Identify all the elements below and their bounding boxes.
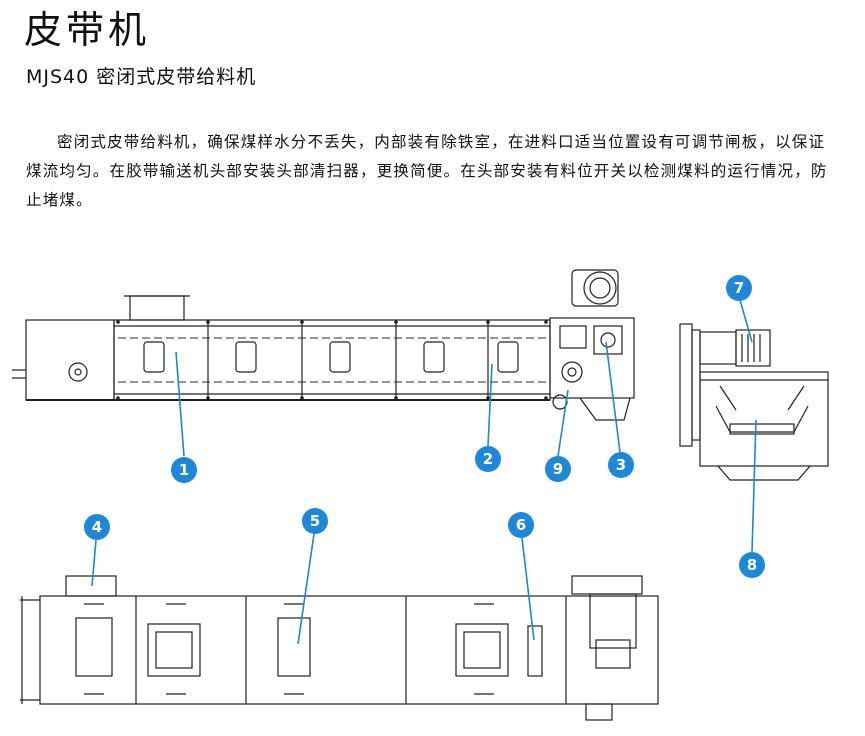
callout-3: 3	[608, 452, 634, 478]
svg-text:4: 4	[92, 518, 102, 536]
callout-1: 1	[171, 457, 197, 483]
page-title: 皮带机	[24, 8, 151, 52]
page-subtitle: MJS40 密闭式皮带给料机	[26, 66, 257, 88]
svg-text:9: 9	[553, 460, 563, 478]
svg-text:6: 6	[516, 516, 526, 534]
svg-text:8: 8	[747, 556, 757, 574]
svg-text:3: 3	[616, 456, 626, 474]
end-elevation-view	[679, 323, 829, 481]
callout-4: 4	[84, 514, 110, 540]
callout-8: 8	[739, 552, 765, 578]
callout-6: 6	[508, 512, 534, 538]
callout-9: 9	[545, 456, 571, 482]
description-paragraph: 密闭式皮带给料机，确保煤样水分不丢失，内部装有除铁室，在进料口适当位置设有可调节…	[26, 133, 828, 209]
plan-view	[20, 575, 659, 721]
callout-2: 2	[475, 446, 501, 472]
callout-5: 5	[302, 508, 328, 534]
leader-lines	[91, 299, 757, 645]
svg-text:2: 2	[483, 450, 493, 468]
svg-text:7: 7	[734, 279, 744, 297]
callout-7: 7	[726, 275, 752, 301]
side-elevation-view	[12, 269, 635, 421]
svg-text:1: 1	[179, 461, 189, 479]
svg-text:5: 5	[310, 512, 320, 530]
